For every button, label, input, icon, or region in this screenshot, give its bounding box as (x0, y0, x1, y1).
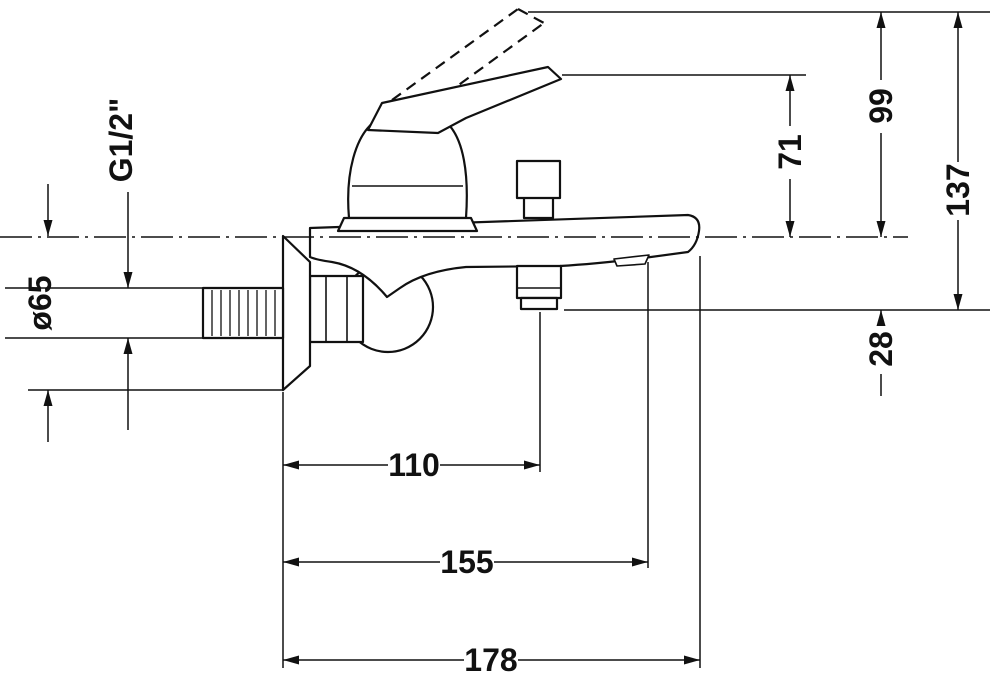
outlet-aerator (519, 296, 559, 311)
mixer-body-spout (308, 213, 701, 299)
dim-label-28: 28 (863, 331, 899, 367)
dimension-28: 28 (863, 310, 899, 396)
dim-label-137: 137 (940, 163, 976, 216)
dimension-155: 155 (283, 544, 648, 580)
faucet-drawing (201, 8, 701, 392)
dome-base (336, 216, 479, 233)
dim-label-thread: G1/2" (103, 98, 139, 183)
extension-lines (5, 11, 990, 668)
thread-hatching (211, 290, 276, 336)
dim-label-155: 155 (440, 544, 493, 580)
dim-label-178: 178 (464, 642, 517, 678)
dimension-137: 137 (940, 12, 976, 310)
dimension-110: 110 (283, 447, 540, 483)
diverter-neck (522, 194, 555, 220)
threaded-tailpiece (201, 286, 285, 340)
dimension-71: 71 (772, 75, 808, 237)
spout-tip-outlet (613, 254, 650, 267)
dimension-flange-diameter: ø65 (22, 184, 58, 442)
diverter-knob (515, 159, 562, 200)
hex-nut (308, 274, 365, 344)
dim-label-110: 110 (388, 447, 440, 483)
dimension-178: 178 (283, 642, 700, 678)
lever-handle (366, 65, 563, 135)
dimension-thread: G1/2" (103, 98, 139, 430)
dimension-99: 99 (863, 12, 899, 237)
shower-outlet (515, 264, 563, 300)
dim-label-71: 71 (772, 134, 808, 170)
wall-escutcheon (281, 234, 312, 392)
dim-label-99: 99 (863, 88, 899, 124)
dim-label-flange-diameter: ø65 (22, 275, 58, 330)
